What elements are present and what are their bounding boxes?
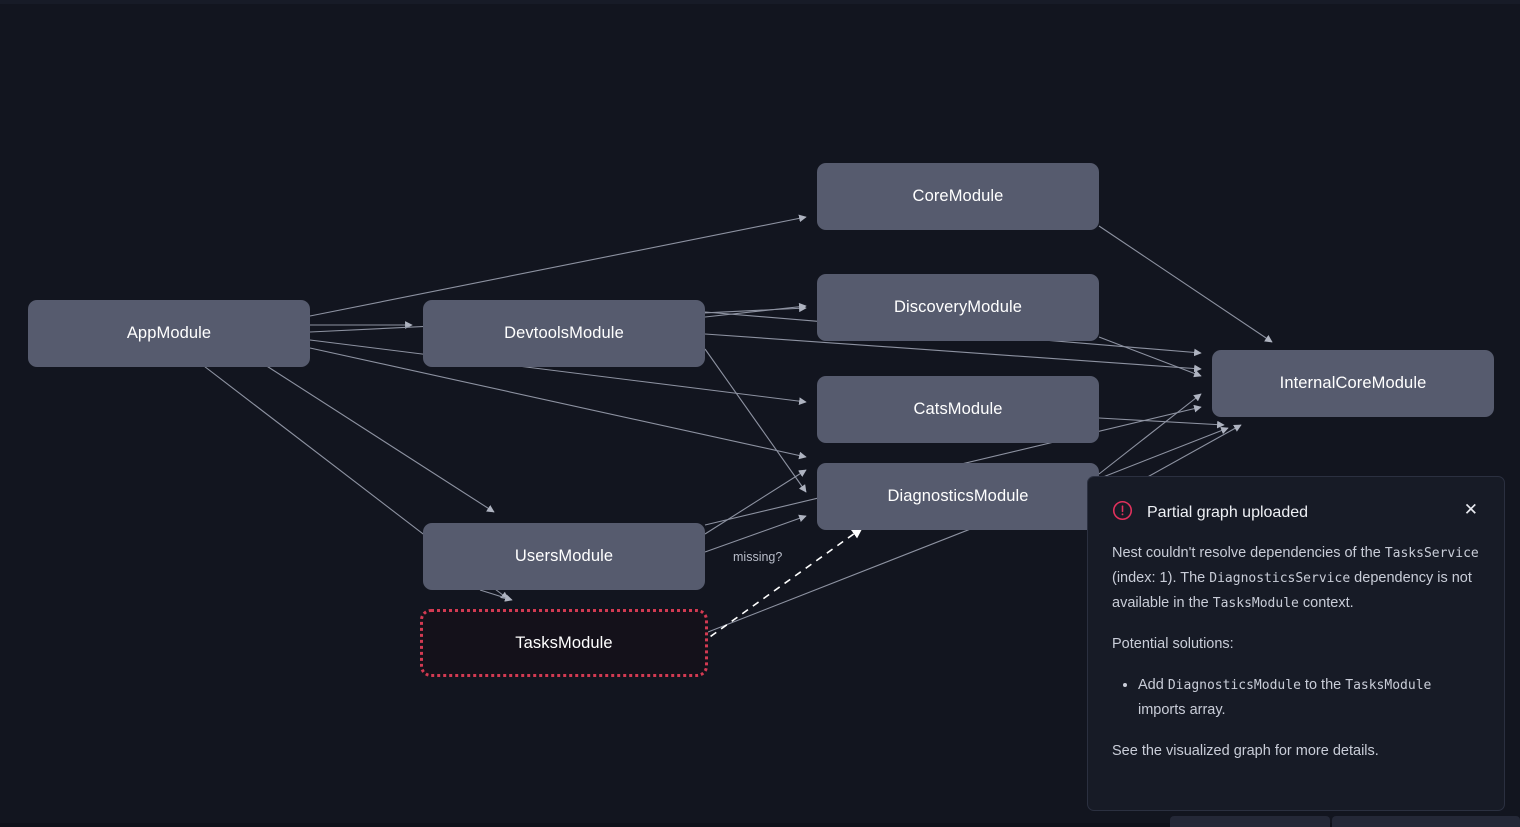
solutions-list: Add DiagnosticsModule to the TasksModule… xyxy=(1112,673,1480,723)
node-label: InternalCoreModule xyxy=(1279,374,1427,392)
solution-code-diagnosticsmodule: DiagnosticsModule xyxy=(1167,678,1301,693)
msg-part-4: context. xyxy=(1298,595,1354,611)
toast-footer: See the visualized graph for more detail… xyxy=(1112,743,1379,759)
edge-label-missing: missing? xyxy=(733,550,783,564)
graph-node-coremodule[interactable]: CoreModule xyxy=(817,163,1099,230)
graph-node-appmodule[interactable]: AppModule xyxy=(28,300,310,367)
solution-item: Add DiagnosticsModule to the TasksModule… xyxy=(1138,673,1480,723)
top-border-band xyxy=(0,0,1520,4)
graph-node-catsmodule[interactable]: CatsModule xyxy=(817,376,1099,443)
solution-mid: to the xyxy=(1300,677,1346,693)
node-label: DiagnosticsModule xyxy=(887,487,1029,505)
toast-message: Nest couldn't resolve dependencies of th… xyxy=(1112,541,1480,616)
close-icon[interactable]: ✕ xyxy=(1463,500,1478,519)
graph-node-usersmodule[interactable]: UsersModule xyxy=(423,523,705,590)
node-label: TasksModule xyxy=(515,633,613,652)
msg-part-1: Nest couldn't resolve dependencies of th… xyxy=(1112,545,1385,561)
error-toast[interactable]: Partial graph uploaded ✕ Nest couldn't r… xyxy=(1087,476,1505,811)
solution-code-tasksmodule: TasksModule xyxy=(1345,678,1432,693)
node-label: DevtoolsModule xyxy=(504,324,624,342)
dependency-graph-canvas[interactable]: AppModule DevtoolsModule CoreModule Disc… xyxy=(0,4,1520,827)
graph-edge-layer xyxy=(199,214,1273,645)
alert-circle-icon xyxy=(1112,500,1133,521)
toast-header: Partial graph uploaded ✕ xyxy=(1112,499,1480,525)
solution-pre: Add xyxy=(1138,677,1168,693)
node-label: AppModule xyxy=(126,324,212,342)
graph-node-devtoolsmodule[interactable]: DevtoolsModule xyxy=(423,300,705,367)
node-label: CatsModule xyxy=(913,400,1003,418)
graph-node-tasksmodule[interactable]: TasksModule xyxy=(420,609,708,677)
graph-node-diagnosticsmodule[interactable]: DiagnosticsModule xyxy=(817,463,1099,530)
solution-post: imports array. xyxy=(1138,702,1226,718)
toast-title: Partial graph uploaded xyxy=(1147,504,1309,521)
msg-code-tasksmodule: TasksModule xyxy=(1212,596,1299,611)
bottom-panel-segment-right[interactable] xyxy=(1332,816,1520,827)
node-label: CoreModule xyxy=(912,187,1004,205)
msg-part-3: dependency is not available in the xyxy=(1112,570,1472,611)
msg-code-diagnosticsservice: DiagnosticsService xyxy=(1209,571,1351,586)
bottom-panel-segment-left[interactable] xyxy=(1170,816,1330,827)
graph-node-discoverymodule[interactable]: DiscoveryModule xyxy=(817,274,1099,341)
solutions-heading: Potential solutions: xyxy=(1112,636,1234,652)
node-label: DiscoveryModule xyxy=(893,298,1023,316)
msg-part-2: (index: 1). The xyxy=(1112,570,1210,586)
graph-node-internalcoremodule[interactable]: InternalCoreModule xyxy=(1212,350,1494,417)
bottom-panel-strip[interactable] xyxy=(1170,816,1520,827)
msg-code-tasksservice: TasksService xyxy=(1384,546,1479,561)
node-label: UsersModule xyxy=(514,547,614,565)
